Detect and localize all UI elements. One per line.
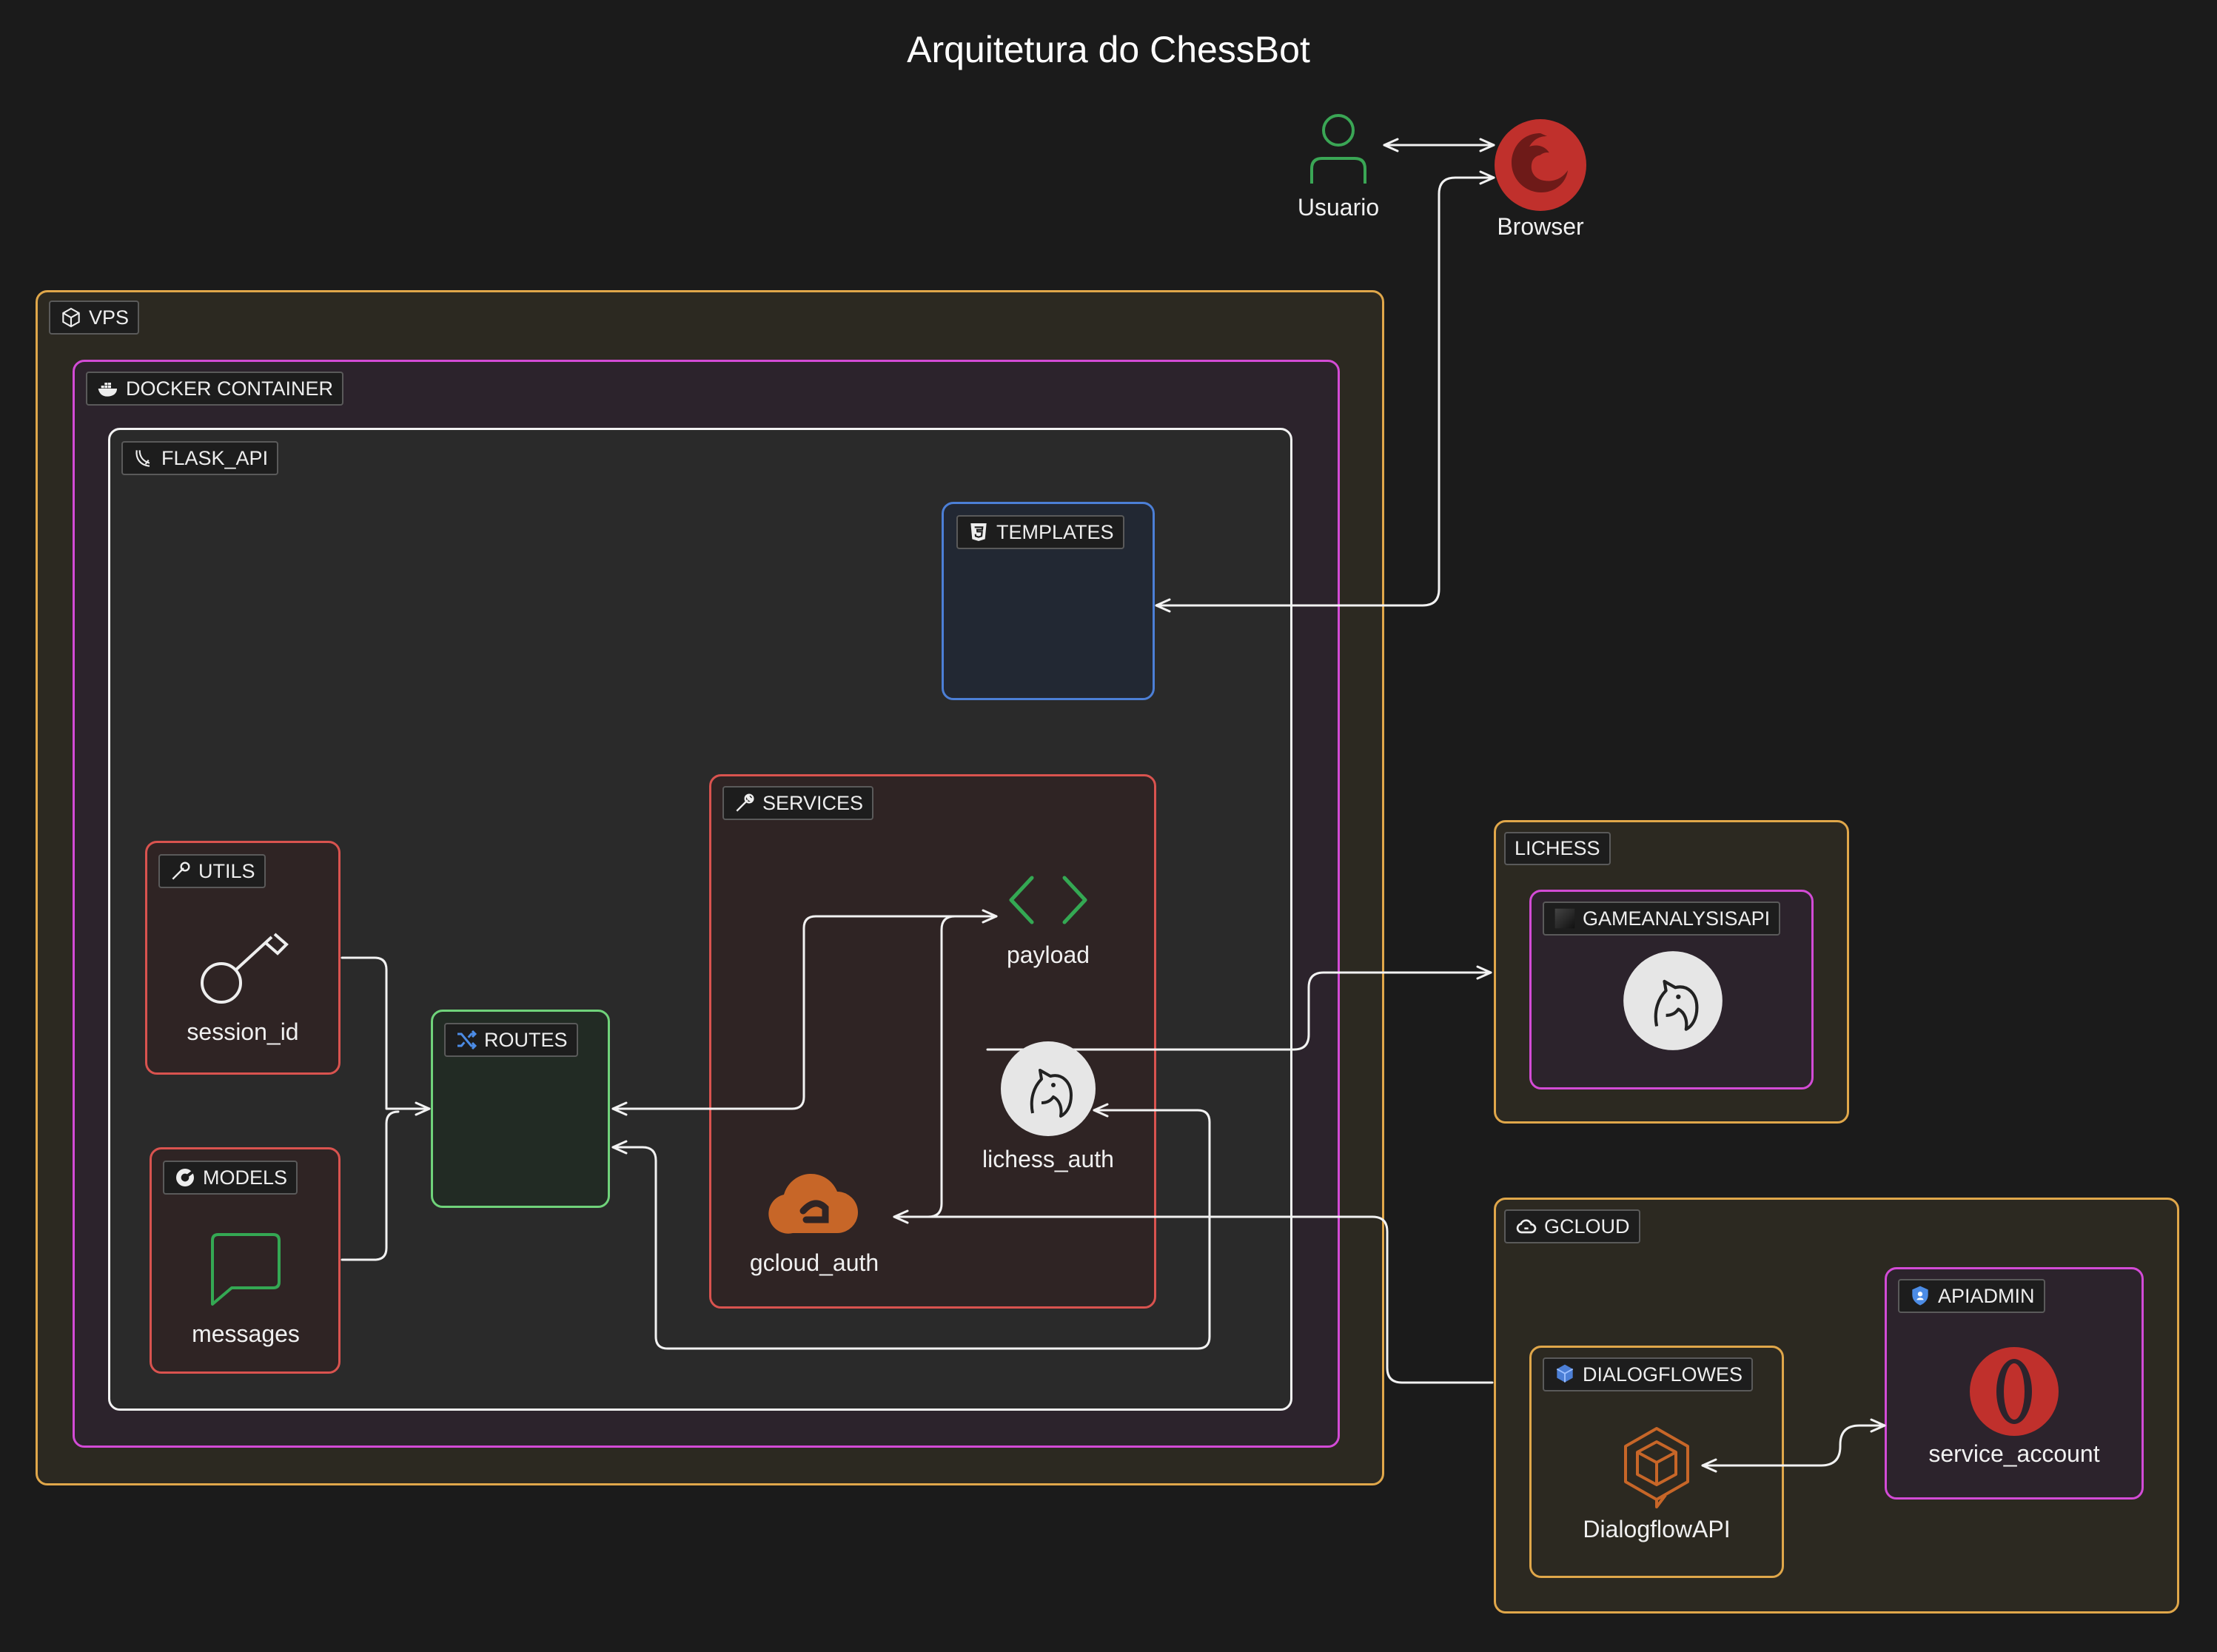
tag-lichess: LICHESS — [1504, 832, 1611, 865]
tag-utils-label: UTILS — [198, 859, 255, 882]
wrench-icon — [736, 793, 754, 812]
tag-gameanalysisapi: GAMEANALYSISAPI — [1543, 901, 1781, 936]
knight-icon — [1623, 951, 1723, 1050]
browser-icon — [1495, 119, 1586, 211]
tag-docker-label: DOCKER CONTAINER — [126, 377, 334, 400]
api-square-icon — [1554, 908, 1575, 929]
tag-flask: FLASK_API — [121, 441, 279, 475]
dialogflow-small-icon — [1556, 1364, 1574, 1383]
shield-icon — [1912, 1286, 1928, 1306]
tag-gcloud: GCLOUD — [1504, 1209, 1640, 1243]
tag-models: MODELS — [163, 1161, 298, 1195]
flask-icon — [135, 450, 150, 467]
edge-lichessauth-lichess — [986, 965, 1492, 1051]
knight-icon — [1001, 1041, 1096, 1136]
tag-dialogflowes: DIALOGFLOWES — [1543, 1357, 1754, 1391]
tag-templates: TEMPLATES — [956, 515, 1124, 549]
tag-apiadmin: APIADMIN — [1898, 1279, 2045, 1313]
node-messages: messages — [173, 1230, 318, 1348]
cube-icon — [62, 307, 80, 328]
edge-gcloud-gcloudauth — [894, 1215, 1494, 1384]
tag-templates-label: TEMPLATES — [996, 520, 1114, 543]
node-gcloud-auth: gcloud_auth — [740, 1159, 888, 1277]
tag-dialogflowes-label: DIALOGFLOWES — [1583, 1363, 1743, 1386]
key-icon — [201, 933, 289, 1004]
tag-vps: VPS — [49, 300, 140, 335]
node-dialogflow-api-label: DialogflowAPI — [1583, 1516, 1731, 1542]
edge-routes-lichessauth — [611, 1103, 1211, 1350]
tag-apiadmin-label: APIADMIN — [1938, 1284, 2035, 1307]
node-session-id-label: session_id — [187, 1018, 299, 1045]
shuffle-icon — [457, 1030, 477, 1050]
node-lichess-auth: lichess_auth — [967, 1039, 1130, 1173]
edge-routes-payload — [611, 909, 998, 1116]
tag-lichess-label: LICHESS — [1515, 837, 1600, 859]
node-lichess-auth-label: lichess_auth — [982, 1146, 1114, 1172]
cloud-icon — [1516, 1219, 1537, 1234]
dialogflow-icon — [1624, 1427, 1689, 1508]
user-icon — [1310, 114, 1366, 184]
tag-routes: ROUTES — [444, 1023, 578, 1057]
node-usuario: Usuario — [1294, 111, 1383, 221]
html5-icon — [970, 523, 987, 541]
tag-gameanalysisapi-label: GAMEANALYSISAPI — [1583, 907, 1771, 930]
edge-messages-routes — [341, 1110, 400, 1261]
opera-icon — [1970, 1347, 2059, 1436]
tag-models-label: MODELS — [203, 1166, 288, 1189]
node-browser: Browser — [1483, 117, 1597, 241]
message-icon — [211, 1233, 281, 1306]
node-dialogflow-api: DialogflowAPI — [1568, 1426, 1745, 1543]
cloud-icon — [768, 1173, 858, 1234]
node-usuario-label: Usuario — [1297, 194, 1380, 221]
node-session-id: session_id — [170, 921, 315, 1046]
edge-dialogflow-serviceaccount — [1701, 1418, 1886, 1473]
wrench-icon — [172, 862, 190, 880]
docker-icon — [98, 383, 117, 397]
diagram-title: Arquitetura do ChessBot — [907, 29, 1310, 70]
tag-routes-label: ROUTES — [484, 1028, 568, 1051]
tag-gcloud-label: GCLOUD — [1544, 1215, 1630, 1238]
tag-utils: UTILS — [158, 854, 266, 888]
edge-session-routes — [341, 956, 431, 1116]
code-icon — [1009, 876, 1087, 924]
tag-vps-label: VPS — [89, 306, 130, 329]
node-gcloud-auth-label: gcloud_auth — [749, 1249, 879, 1276]
node-service-account-label: service_account — [1928, 1440, 2100, 1467]
node-messages-label: messages — [192, 1320, 300, 1347]
edge-templates-browser — [1155, 170, 1495, 613]
tag-services-label: SERVICES — [762, 791, 864, 814]
models-icon — [176, 1169, 194, 1186]
tag-services: SERVICES — [722, 786, 874, 820]
node-payload: payload — [989, 870, 1107, 969]
node-payload-label: payload — [1006, 941, 1090, 968]
node-gameanalysis-knight — [1620, 949, 1726, 1052]
node-browser-label: Browser — [1497, 213, 1584, 240]
tag-docker: DOCKER CONTAINER — [86, 372, 344, 406]
tag-flask-label: FLASK_API — [161, 446, 269, 469]
node-service-account: service_account — [1914, 1346, 2114, 1468]
